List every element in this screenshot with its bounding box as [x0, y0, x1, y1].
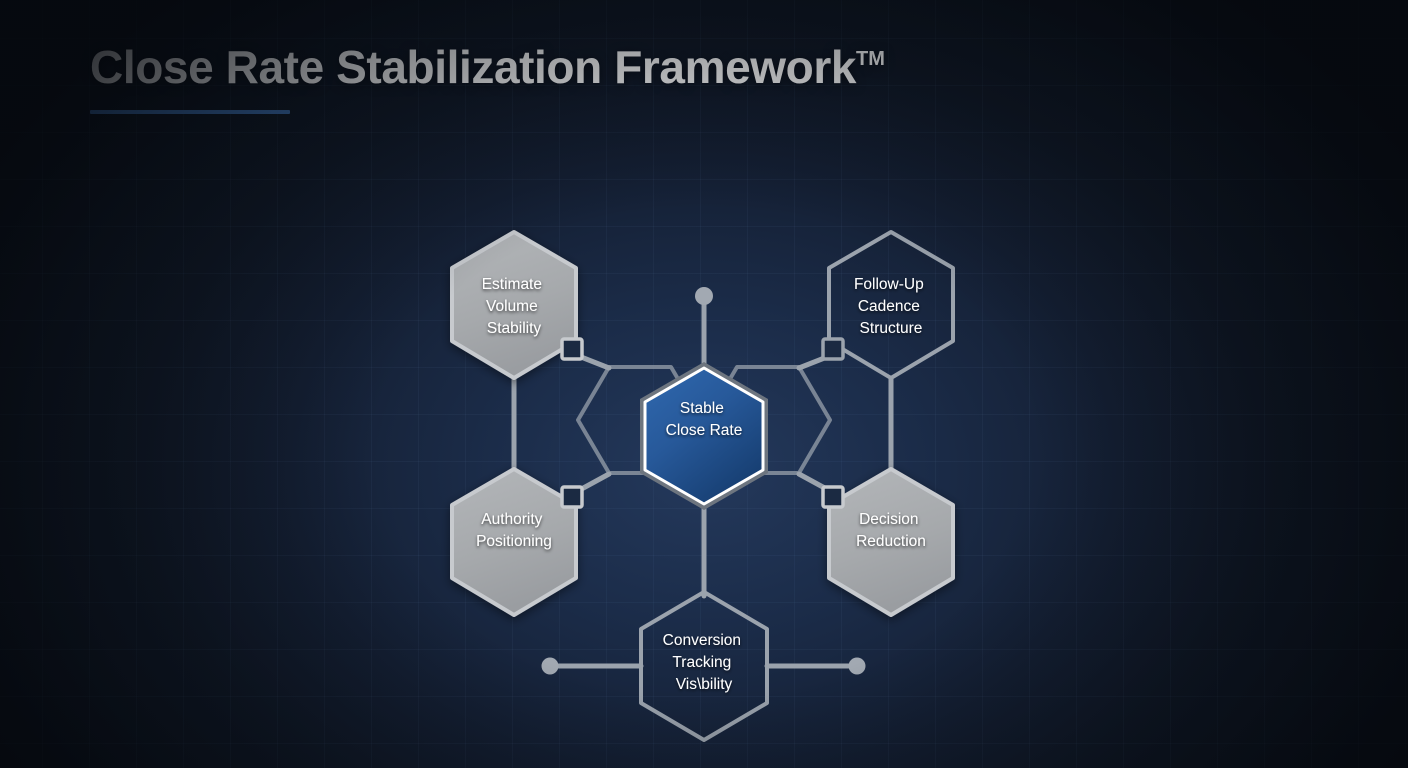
connector-knob-bottom-left	[560, 485, 584, 509]
hex-label-conversion-tracking-visibility: Conversion Tracking Vis\bility	[663, 632, 746, 693]
page-title: Close Rate Stabilization FrameworkTM	[90, 44, 1090, 90]
title-accent-bar	[90, 110, 290, 114]
page-title-text: Close Rate Stabilization Framework	[90, 41, 857, 93]
hex-node-estimate-volume-stability[interactable]: Estimate Volume Stability	[450, 230, 584, 380]
hex-label-follow-up-cadence-structure: Follow-Up Cadence Structure	[854, 276, 928, 337]
hex-node-decision-reduction[interactable]: Decision Reduction	[821, 467, 955, 617]
connector-knob-top-left	[560, 337, 584, 361]
trademark-symbol: TM	[856, 48, 885, 70]
connector-knob-bottom-right	[821, 485, 845, 509]
hex-label-estimate-volume-stability: Estimate Volume Stability	[482, 276, 547, 337]
slide-header: Close Rate Stabilization FrameworkTM	[90, 44, 1090, 114]
hex-node-conversion-tracking-visibility[interactable]: Conversion Tracking Vis\bility	[639, 590, 769, 742]
hex-node-stable-close-rate[interactable]: Stable Close Rate	[640, 362, 768, 510]
hex-node-follow-up-cadence-structure[interactable]: Follow-Up Cadence Structure	[821, 230, 955, 380]
endpoint-dot-bottom-left	[541, 657, 559, 675]
endpoint-dot-top	[695, 287, 713, 305]
hex-node-authority-positioning[interactable]: Authority Positioning	[450, 467, 584, 617]
connector-knob-top-right	[821, 337, 845, 361]
endpoint-dot-bottom-right	[848, 657, 866, 675]
